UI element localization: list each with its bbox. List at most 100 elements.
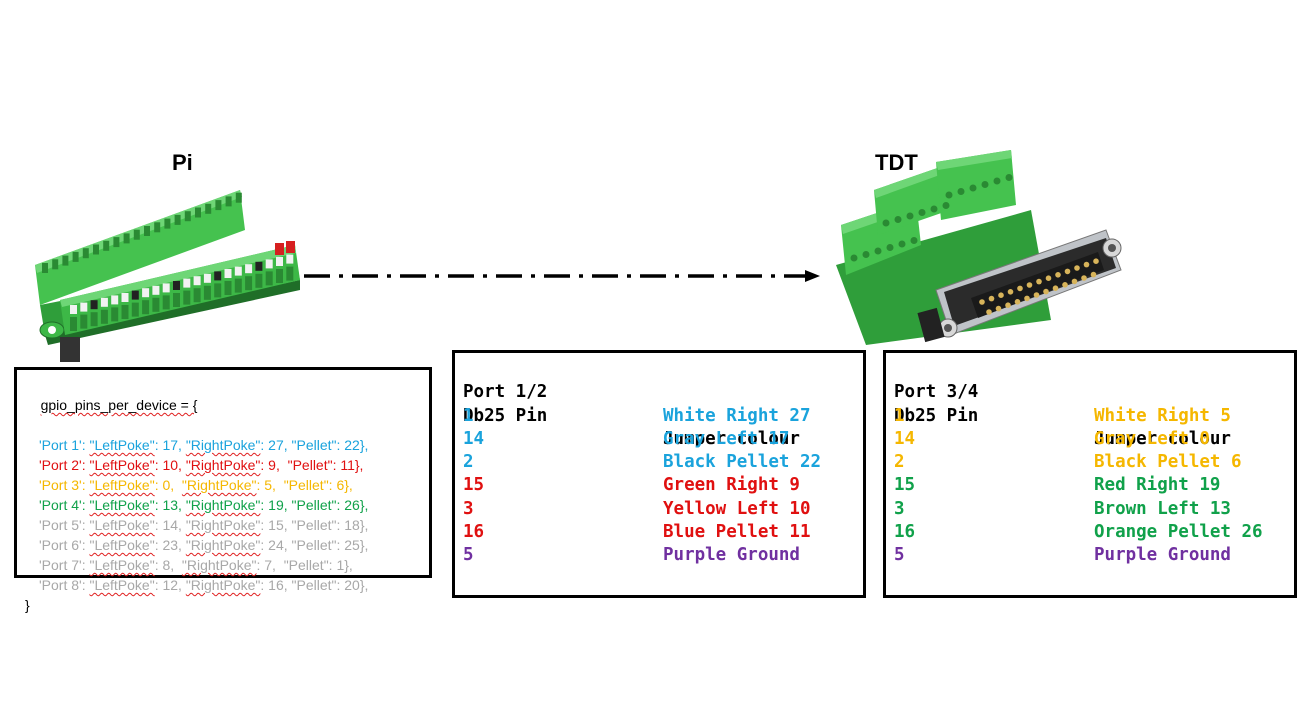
port-title: Port 3/4 [894,382,979,403]
code-right-key: "RightPoke" [181,477,257,493]
port-3-4-table: Port 3/4 Db25 Pin Jumper colour 1 White R… [883,350,1297,598]
code-left-val: : 10, [154,457,186,473]
tdt-label: TDT [875,150,918,175]
jumper-colour: Black Pellet 6 [1094,452,1242,473]
db25-pin: 3 [463,498,474,519]
pin-row: 16 Blue Pellet 11 [463,521,863,544]
db25-pin: 2 [463,452,474,473]
jumper-colour: White Right 27 [663,405,811,426]
code-line: 'Port 6': "LeftPoke": 23, "RightPoke": 2… [25,535,429,555]
jumper-colour: Blue Pellet 11 [663,522,811,543]
header-row: Db25 Pin Jumper colour [463,381,863,449]
jumper-colour-header: Jumper colour [1094,428,1231,449]
jumper-colour: Orange Pellet 26 [1094,522,1263,543]
code-left-key: "LeftPoke" [89,437,155,453]
code-right-val: : 19, "Pellet": 26}, [260,497,369,513]
jumper-colour: White Right 5 [1094,405,1231,426]
code-right-key: "RightPoke" [185,497,261,513]
db25-pin: 1 [894,405,905,426]
jumper-colour: Purple Ground [1094,545,1231,566]
code-port: 'Port 6': [39,537,90,553]
code-line: 'Port 2': "LeftPoke": 10, "RightPoke": 9… [25,455,429,475]
pi-screw-row-back [42,192,242,273]
code-line: 'Port 7': "LeftPoke": 8, "RightPoke": 7,… [25,555,429,575]
db25-pin: 15 [463,475,485,496]
jumper-colour: Black Pellet 22 [663,452,822,473]
pi-terminal-block-image [35,190,300,362]
code-left-key: "LeftPoke" [89,577,155,593]
jumper-colour-header: Jumper colour [663,428,800,449]
port-title-row: Port 3/4 [894,358,1294,402]
pin-row: 15 Green Right 9 [463,474,863,497]
code-left-key: "LeftPoke" [89,557,155,573]
pin-row: 5 Purple Ground [463,544,863,567]
jumper-colour: Brown Left 13 [1094,498,1231,519]
jumper-colour: Purple Ground [663,545,800,566]
code-port: 'Port 5': [39,517,90,533]
db25-pin: 5 [463,545,474,566]
code-right-val: : 7, "Pellet": 1}, [256,557,353,573]
code-port: 'Port 1': [39,437,90,453]
tdt-db25-breakout-image [836,150,1122,345]
code-left-key: "LeftPoke" [89,477,155,493]
jumper-colour: Green Right 9 [663,475,800,496]
code-right-val: : 16, "Pellet": 20}, [260,577,369,593]
code-left-val: : 13, [154,497,186,513]
code-left-val: : 17, [154,437,186,453]
jumper-colour: Gray Left 0 [1094,428,1210,449]
code-line: 'Port 8': "LeftPoke": 12, "RightPoke": 1… [25,575,429,595]
code-line: 'Port 5': "LeftPoke": 14, "RightPoke": 1… [25,515,429,535]
code-footer: } [25,597,30,613]
code-left-val: : 12, [154,577,186,593]
code-right-key: "RightPoke" [185,577,261,593]
db25-pin: 5 [894,545,905,566]
db25-pin: 16 [463,522,485,543]
port-title-row: Port 1/2 [463,358,863,402]
jumper-colour: Yellow Left 10 [663,498,811,519]
code-port: 'Port 4': [39,497,90,513]
code-port: 'Port 8': [39,577,90,593]
db25-pin: 1 [463,405,474,426]
port-title: Port 1/2 [463,382,548,403]
code-left-key: "LeftPoke" [89,517,155,533]
db25-pin: 3 [894,498,905,519]
code-right-val: : 5, "Pellet": 6}, [256,477,353,493]
code-right-val: : 27, "Pellet": 22}, [260,437,369,453]
pin-row: 2 Black Pellet 22 [463,451,863,474]
db25-pins [979,258,1099,315]
code-right-key: "RightPoke" [185,437,261,453]
gpio-pins-code-box: gpio_pins_per_device = { 'Port 1': "Left… [14,367,432,613]
code-right-val: : 24, "Pellet": 25}, [260,537,369,553]
code-header-text: gpio_pins_per_device = { [40,397,198,413]
port-rows: 1 White Right 5 14 Gray Left 0 2 Black Pellet… [894,405,1294,568]
code-port: 'Port 2': [39,457,90,473]
pin-row: 3 Brown Left 13 [894,498,1294,521]
pi-label: Pi [172,150,193,175]
pin-row: 1 White Right 27 [463,405,863,428]
connection-arrow [304,270,820,282]
jumper-colour: Gray Left 17 [663,428,790,449]
code-line: 'Port 4': "LeftPoke": 13, "RightPoke": 1… [25,495,429,515]
pi-pin-labels [70,254,294,331]
jumper-colour: Red Right 19 [1094,475,1221,496]
code-right-val: : 9, "Pellet": 11}, [260,457,364,473]
db25-pin: 16 [894,522,916,543]
code-left-val: : 8, [154,557,182,573]
header-row: Db25 Pin Jumper colour [894,381,1294,449]
db25-pin: 14 [894,428,916,449]
pin-row: 3 Yellow Left 10 [463,498,863,521]
db25-pin: 2 [894,452,905,473]
code-lines: 'Port 1': "LeftPoke": 17, "RightPoke": 2… [25,435,429,595]
code-right-key: "RightPoke" [185,457,261,473]
tdt-screw-terminals [850,174,1013,262]
pin-row: 5 Purple Ground [894,544,1294,567]
pin-row: 14 Gray Left 17 [463,428,863,451]
code-port: 'Port 7': [39,557,90,573]
db25-pin: 14 [463,428,485,449]
code-left-key: "LeftPoke" [89,497,155,513]
code-left-key: "LeftPoke" [89,457,155,473]
port-1-2-table: Port 1/2 Db25 Pin Jumper colour 1 White R… [452,350,866,598]
code-line: 'Port 1': "LeftPoke": 17, "RightPoke": 2… [25,435,429,455]
code-port: 'Port 3': [39,477,90,493]
